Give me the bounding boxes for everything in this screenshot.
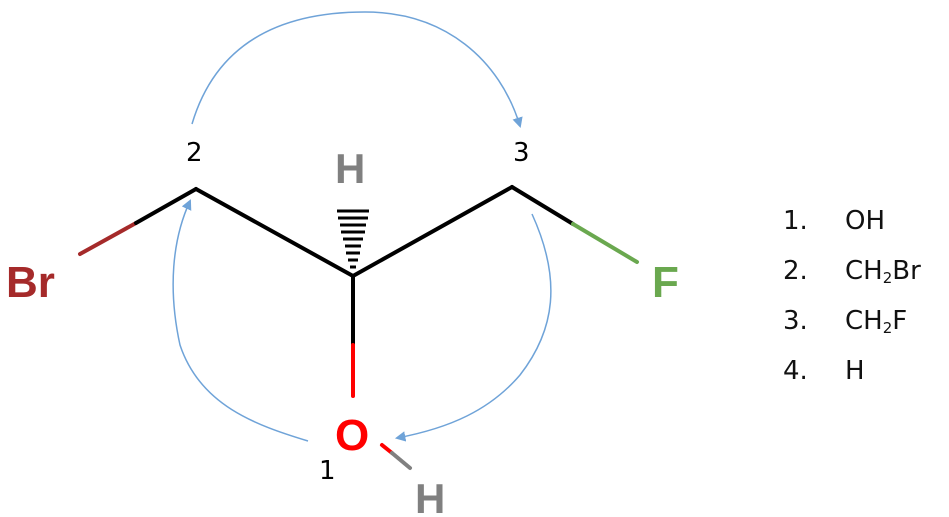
atom-hydrogen-top: H xyxy=(335,145,365,192)
bond-c3-f-green xyxy=(571,222,639,264)
priority-item-4: 4. H xyxy=(783,346,921,396)
rank-label-3: 3 xyxy=(513,138,530,168)
priority-number: 1. xyxy=(783,206,808,236)
priority-number: 2. xyxy=(783,256,808,286)
priority-arrows xyxy=(172,11,552,442)
priority-group: CH2Br xyxy=(845,256,921,287)
hashed-wedge-bond xyxy=(337,209,369,269)
priority-item-2: 2. CH2Br xyxy=(783,246,921,296)
atom-fluorine: F xyxy=(652,258,679,307)
priority-group: H xyxy=(845,356,865,386)
priority-item-3: 3. CH2F xyxy=(783,296,921,346)
atom-bromine: Br xyxy=(6,258,55,307)
rank-label-2: 2 xyxy=(186,138,203,168)
arrow-2-to-3 xyxy=(191,11,523,129)
bond-br-c2-red xyxy=(78,221,138,256)
bonds xyxy=(78,185,639,470)
priority-number: 3. xyxy=(783,306,808,336)
priority-group: OH xyxy=(845,206,886,236)
bond-o-h-gray xyxy=(390,451,412,470)
priority-list: 1. OH 2. CH2Br 3. CH2F 4. H xyxy=(783,196,921,396)
bond-c3-f-black xyxy=(510,185,575,226)
bond-o-h-red xyxy=(380,443,394,455)
arrow-1-to-2 xyxy=(172,199,309,442)
priority-item-1: 1. OH xyxy=(783,196,921,246)
bond-c-c3 xyxy=(351,185,514,278)
bond-c2-c xyxy=(194,187,355,278)
bond-br-c2-black xyxy=(134,187,198,225)
atom-oxygen: O xyxy=(335,411,369,460)
priority-number: 4. xyxy=(783,356,808,386)
priority-group: CH2F xyxy=(845,306,908,337)
rank-label-1: 1 xyxy=(319,456,336,486)
atom-hydrogen-bottom: H xyxy=(415,475,445,517)
arrow-3-to-1 xyxy=(394,213,552,442)
